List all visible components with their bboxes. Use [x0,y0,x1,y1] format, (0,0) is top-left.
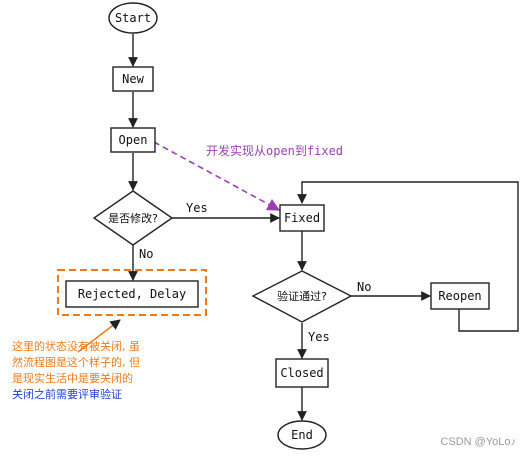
decision-modified [92,190,174,246]
node-end-label: End [291,428,313,442]
connectors [128,34,519,421]
annotation-note: 这里的状态没有被关闭, 虽 然流程图是这个样子的, 但 是现实生活中是要关闭的 … [12,339,140,401]
label-yes-verify: Yes [308,330,330,344]
edge-open-fixed-dashed [153,141,281,211]
label-no-modified: No [139,247,153,261]
note-pointer [77,319,121,353]
node-reopen-label: Reopen [438,289,481,303]
node-open [110,127,156,153]
note-line-3: 是现实生活中是要关闭的 [12,371,133,385]
node-start [108,2,158,34]
node-open-label: Open [119,133,148,147]
decision-modified-label: 是否修改? [108,211,158,225]
label-open-to-fixed: 开发实现从open到fixed [206,143,343,158]
node-rejected-label: Rejected, Delay [78,287,186,301]
highlight-box [57,269,207,316]
node-closed-label: Closed [280,366,323,380]
node-closed [275,358,329,388]
decision-verify [251,270,353,323]
note-line-1: 这里的状态没有被关闭, 虽 [12,339,140,353]
node-end [277,420,327,450]
node-new-label: New [122,72,144,86]
node-fixed-label: Fixed [284,211,320,225]
decision-verify-label: 验证通过? [277,289,327,303]
label-yes-modified: Yes [186,201,208,215]
edge-reopen-loop [297,181,519,332]
label-no-verify: No [357,280,371,294]
node-rejected [65,280,199,308]
node-reopen [430,282,490,310]
node-new [112,66,154,92]
watermark: CSDN @YoLo♪ [440,436,516,448]
node-fixed [279,204,325,232]
note-line-2: 然流程图是这个样子的, 但 [12,355,140,369]
note-line-4: 关闭之前需要评审验证 [12,387,122,401]
node-start-label: Start [115,11,151,25]
